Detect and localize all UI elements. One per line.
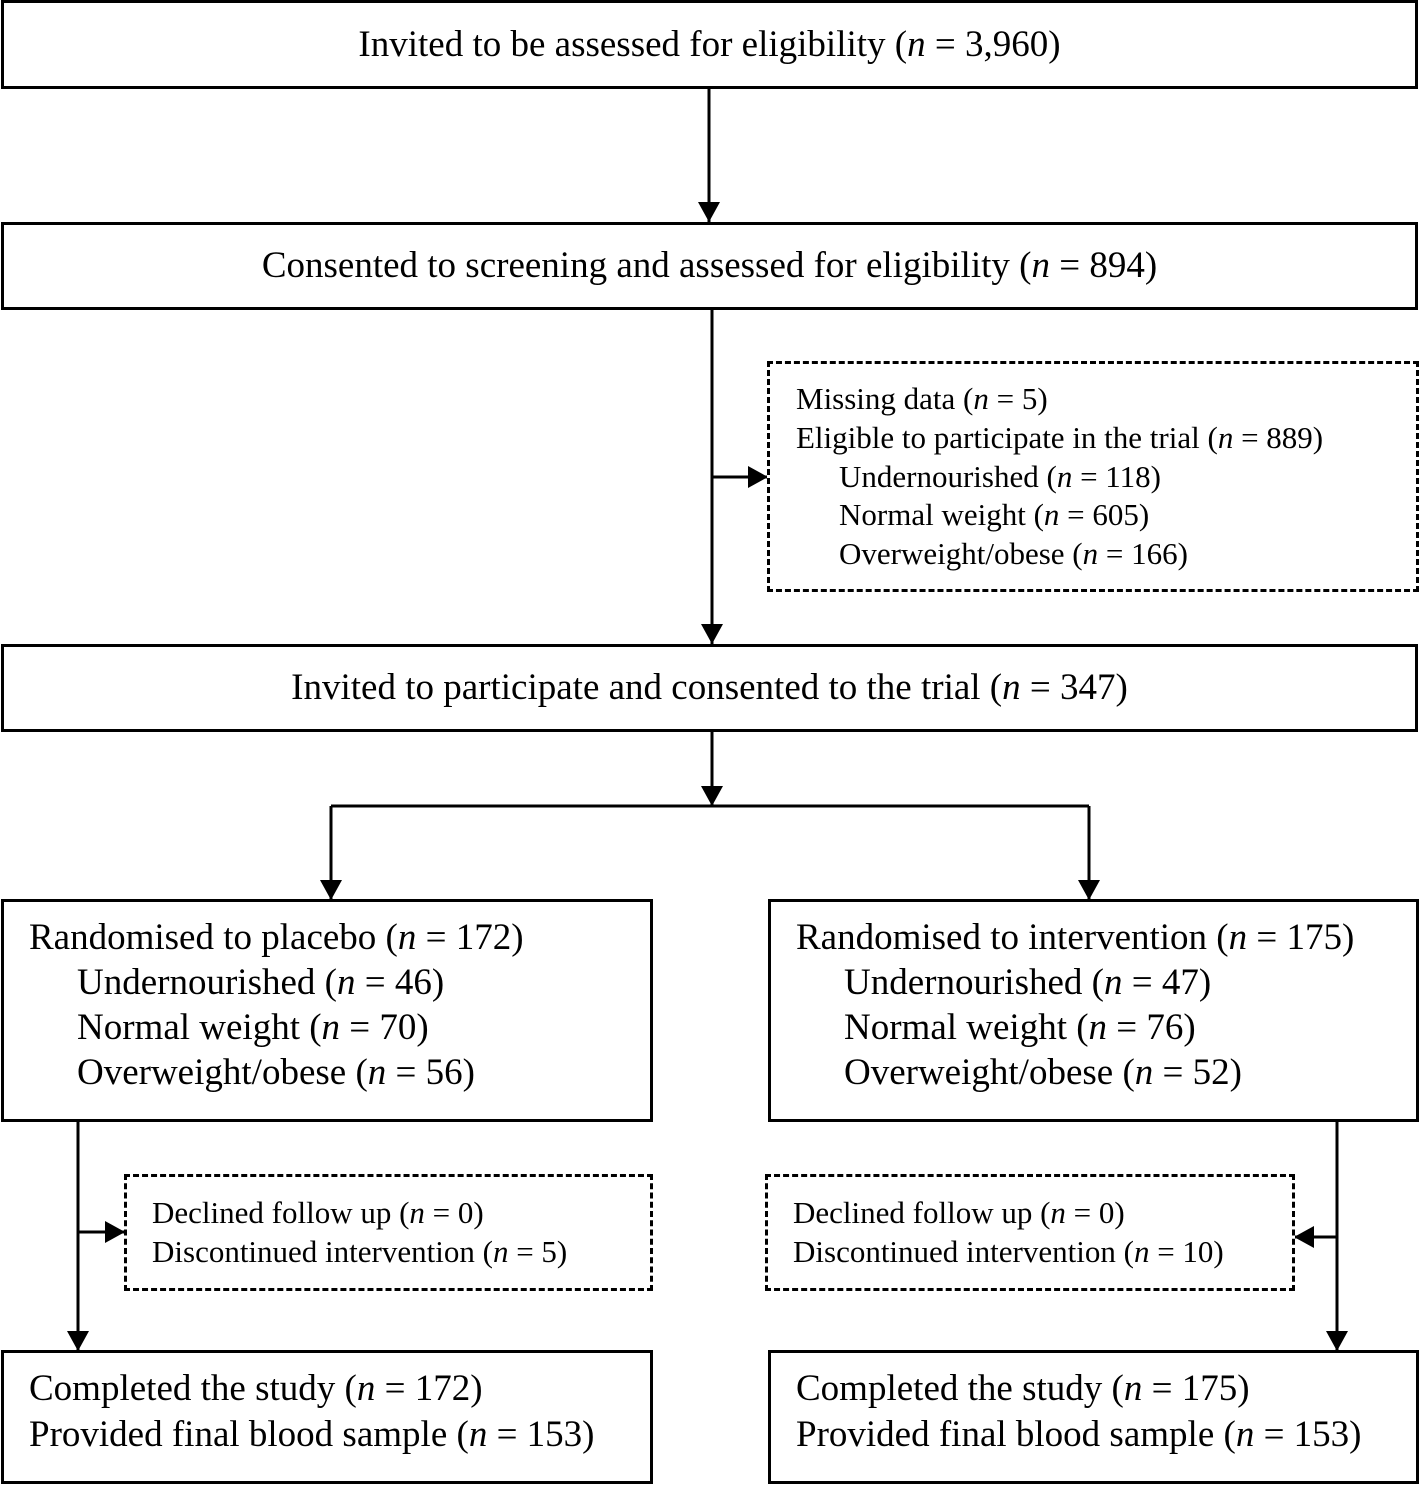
intervention-blood-line: Provided final blood sample (n = 153)	[796, 1414, 1362, 1455]
invited-box: Invited to be assessed for eligibility (…	[1, 0, 1418, 89]
intervention-declined-line: Declined follow up (n = 0)	[793, 1195, 1125, 1230]
arrowhead-3	[748, 466, 768, 488]
arrowhead-6	[1078, 880, 1100, 900]
arrowhead-4	[701, 786, 723, 806]
eligible-undernourished-line: Undernourished (n = 118)	[839, 459, 1161, 494]
trial-consent-box: Invited to participate and consented to …	[1, 644, 1418, 732]
intervention-dropout-box: Declined follow up (n = 0) Discontinued …	[765, 1174, 1295, 1291]
placebo-overweight-line: Overweight/obese (n = 56)	[77, 1052, 475, 1093]
intervention-completed-line: Completed the study (n = 175)	[796, 1368, 1250, 1409]
trial-consent-label: Invited to participate and consented to …	[291, 667, 1128, 708]
placebo-complete-box: Completed the study (n = 172) Provided f…	[1, 1350, 653, 1484]
arrowhead-7	[67, 1331, 89, 1351]
placebo-dropout-box: Declined follow up (n = 0) Discontinued …	[124, 1174, 653, 1291]
intervention-box: Randomised to intervention (n = 175) Und…	[768, 899, 1419, 1122]
intervention-undernourished-line: Undernourished (n = 47)	[844, 962, 1212, 1003]
arrowhead-2	[701, 624, 723, 644]
intervention-overweight-line: Overweight/obese (n = 52)	[844, 1052, 1242, 1093]
placebo-blood-line: Provided final blood sample (n = 153)	[29, 1414, 595, 1455]
arrowhead-8	[105, 1221, 125, 1243]
intervention-discontinued-line: Discontinued intervention (n = 10)	[793, 1234, 1224, 1269]
placebo-completed-line: Completed the study (n = 172)	[29, 1368, 483, 1409]
placebo-normal-line: Normal weight (n = 70)	[77, 1007, 429, 1048]
consented-screening-label: Consented to screening and assessed for …	[261, 245, 1158, 286]
intervention-normal-line: Normal weight (n = 76)	[844, 1007, 1196, 1048]
intervention-complete-box: Completed the study (n = 175) Provided f…	[768, 1350, 1419, 1484]
arrowhead-1	[698, 202, 720, 222]
invited-label: Invited to be assessed for eligibility (…	[358, 23, 1061, 65]
eligibility-box: Missing data (n = 5) Eligible to partici…	[767, 361, 1419, 592]
eligible-overweight-line: Overweight/obese (n = 166)	[839, 536, 1188, 571]
eligible-normal-line: Normal weight (n = 605)	[839, 497, 1150, 532]
arrowhead-9	[1326, 1331, 1348, 1351]
intervention-title-line: Randomised to intervention (n = 175)	[796, 917, 1355, 958]
arrowhead-10	[1294, 1226, 1314, 1248]
consented-screening-box: Consented to screening and assessed for …	[1, 222, 1418, 310]
missing-data-line: Missing data (n = 5)	[796, 381, 1048, 416]
placebo-box: Randomised to placebo (n = 172) Undernou…	[1, 899, 653, 1122]
eligible-line: Eligible to participate in the trial (n …	[796, 420, 1324, 455]
placebo-discontinued-line: Discontinued intervention (n = 5)	[152, 1234, 568, 1269]
placebo-undernourished-line: Undernourished (n = 46)	[77, 962, 445, 1003]
placebo-title-line: Randomised to placebo (n = 172)	[29, 917, 524, 958]
arrowhead-5	[320, 880, 342, 900]
placebo-declined-line: Declined follow up (n = 0)	[152, 1195, 484, 1230]
